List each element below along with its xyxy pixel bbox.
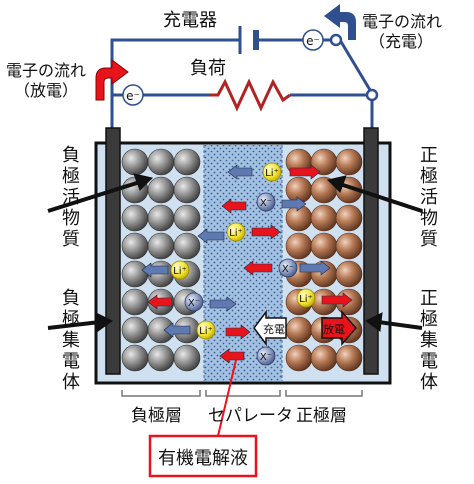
electron-badge-discharge: e⁻ [122,84,144,106]
negative-layer-label: 負極層 [131,406,182,426]
graphite-particle [147,344,175,372]
positive-active-material-label: 正極活物質 [420,145,438,250]
li-flow-arrow [219,348,245,364]
electron-flow-charge-sub: （充電） [369,32,434,51]
li-flow-arrow [289,164,321,180]
graphite-particle [121,204,149,232]
graphite-particle [121,232,149,260]
cathode-particle [285,232,313,260]
li-flow-arrow [147,294,173,310]
svg-text:X⁻: X⁻ [260,352,272,363]
electron-flow-charge-label: 電子の流れ [362,12,443,31]
separator-region [204,145,282,381]
svg-text:X⁻: X⁻ [188,298,200,309]
svg-text:Li⁺: Li⁺ [299,294,313,305]
svg-text:充電: 充電 [263,322,285,336]
cathode-particle [335,204,363,232]
electron-flow-discharge-sub: （放電） [14,81,79,100]
anion: X⁻ [278,258,298,278]
graphite-particle [173,148,201,176]
graphite-particle [121,344,149,372]
cathode-particle [335,344,363,372]
graphite-particle [147,232,175,260]
circuit-wires [110,38,374,128]
cathode-particle [285,316,313,344]
electrolyte-label: 有機電解液 [158,448,248,469]
anion-flow-arrow [141,262,169,278]
charge-tag: 充電 [253,309,287,347]
svg-text:e⁻: e⁻ [306,34,320,48]
discharge-flow-arrow [95,59,129,101]
li-ion: Li⁺ [170,260,190,280]
anion-flow-arrow [209,296,237,312]
graphite-particle [147,176,175,204]
anion: X⁻ [184,292,204,312]
anion: X⁻ [256,192,276,212]
li-ion: Li⁺ [226,222,246,242]
switch [329,33,379,102]
electrolyte-pointer [217,359,237,437]
load-resistor [210,78,291,112]
graphite-particle [121,316,149,344]
svg-text:X⁻: X⁻ [282,264,294,275]
anion: X⁻ [256,346,276,366]
graphite-particle [121,260,149,288]
graphite-particle [147,148,175,176]
graphite-particle [173,344,201,372]
li-flow-arrow [221,198,247,214]
ion-flow-arrows [141,164,353,364]
svg-text:Li⁺: Li⁺ [173,266,187,277]
anion-flow-arrow [163,322,191,338]
graphite-particle [173,232,201,260]
li-flow-arrow [321,292,353,308]
ions: Li⁺ Li⁺ Li⁺ Li⁺ Li⁺ X⁻ X⁻ X⁻ X⁻ [170,162,316,366]
cathode-particle [285,344,313,372]
electron-flow-discharge-label: 電子の流れ [6,61,87,80]
graphite-particle [121,288,149,316]
li-ion: Li⁺ [262,162,282,182]
svg-text:Li⁺: Li⁺ [229,228,243,239]
svg-text:e⁻: e⁻ [126,89,140,103]
positive-collector-label: 正極集電体 [420,288,438,393]
positive-layer-label: 正極層 [296,406,347,426]
electron-badge-charge: e⁻ [302,29,324,51]
li-ion: Li⁺ [296,288,316,308]
cathode-particle [335,260,363,288]
negative-collector [105,127,121,375]
charge-flow-arrow [324,4,356,40]
cathode-particle [335,232,363,260]
li-ion: Li⁺ [196,320,216,340]
cathode-particle [335,148,363,176]
graphite-particle [147,204,175,232]
graphite-particle [121,148,149,176]
li-flow-arrow [243,260,273,276]
cathode-particle [310,204,338,232]
cathode-particle [310,344,338,372]
charger-label: 充電器 [163,10,217,31]
negative-collector-label: 負極集電体 [62,288,80,393]
graphite-particle [173,176,201,204]
anion-flow-arrow [197,228,225,244]
li-flow-arrow [225,324,251,340]
anion-flow-arrow [281,196,307,212]
layer-brackets [121,390,363,397]
load-label: 負荷 [190,58,226,79]
electrolyte-box [148,434,258,478]
separator-label: セパレータ [208,406,293,426]
anion-flow-arrow [299,260,331,276]
graphite-particle [173,204,201,232]
svg-text:Li⁺: Li⁺ [265,168,279,179]
anion-flow-arrow [227,164,253,180]
cathode-particle [310,232,338,260]
li-flow-arrow [251,224,281,240]
svg-text:X⁻: X⁻ [260,198,272,209]
svg-text:放電: 放電 [323,322,345,336]
discharge-tag: 放電 [321,310,357,346]
svg-text:Li⁺: Li⁺ [199,326,213,337]
charger-symbol [232,26,262,54]
negative-active-material-label: 負極活物質 [62,145,80,250]
positive-collector [363,127,379,375]
pointer-arrows [47,173,423,332]
